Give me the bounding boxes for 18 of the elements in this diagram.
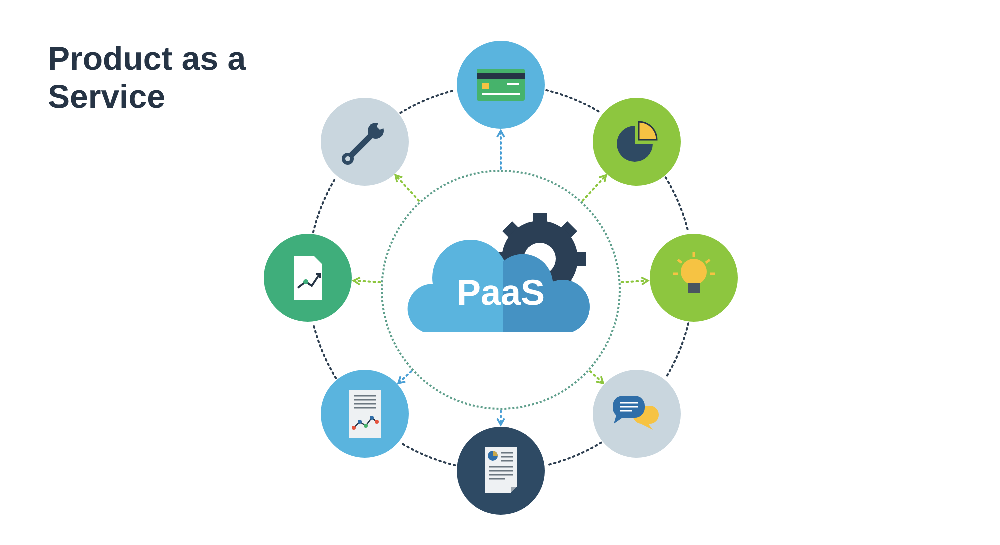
dotted-arrow [352,276,382,286]
cloud-label: PaaS [456,272,546,314]
dotted-connector [546,89,602,114]
dotted-arrow [496,130,506,170]
dotted-arrow [589,370,604,384]
dotted-arrow [394,174,420,202]
dotted-arrow [398,370,413,384]
dotted-connector [664,322,690,380]
dotted-connector [312,322,338,380]
dotted-arrow [496,410,506,426]
dotted-connector [400,442,456,467]
dotted-connector [312,176,338,234]
dotted-connector [400,89,456,114]
dotted-connector [546,442,602,467]
dotted-arrow [582,174,608,202]
dotted-arrow [620,276,650,286]
dotted-connector [664,176,690,234]
title: Product as a Service [48,40,248,116]
